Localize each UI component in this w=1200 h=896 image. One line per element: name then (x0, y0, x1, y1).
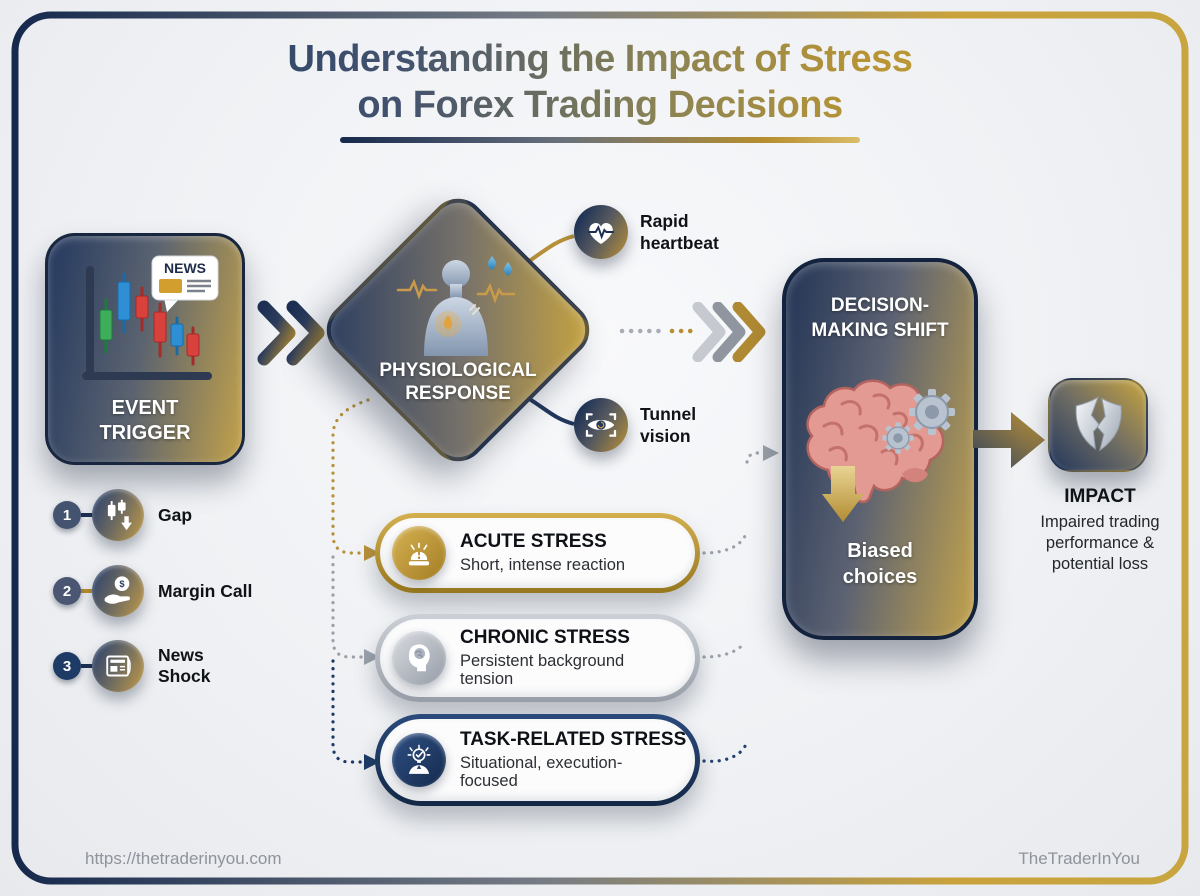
gap-icon (92, 489, 144, 541)
stress-pill-chronic: CHRONIC STRESS Persistent background ten… (375, 614, 700, 702)
trigger-label: News Shock (158, 645, 211, 687)
siren-icon (392, 526, 446, 580)
stress-title: CHRONIC STRESS (460, 627, 630, 649)
event-trigger-card: NEWS EVENT TRIGGER (45, 233, 245, 465)
chevron-double-icon (257, 300, 325, 366)
stress-description: Short, intense reaction (460, 556, 626, 575)
focus-person-icon (392, 733, 446, 787)
svg-text:$: $ (119, 579, 125, 589)
event-trigger-label: EVENT TRIGGER (99, 397, 191, 444)
down-arrow-icon (822, 466, 864, 522)
decision-result-label: Biased choices (842, 540, 918, 588)
trigger-number-badge: 3 (53, 652, 81, 680)
trigger-number-badge: 2 (53, 577, 81, 605)
symptom-label: Tunnel vision (640, 404, 697, 447)
news-badge: NEWS (164, 260, 206, 276)
footer-brand: TheTraderInYou (1018, 849, 1140, 868)
title-underline (340, 137, 860, 143)
stress-description: Persistent background tension (460, 651, 625, 689)
news-bubble-icon: NEWS (151, 255, 219, 312)
stress-pill-task: TASK-RELATED STRESS Situational, executi… (375, 714, 700, 806)
page-title: Understanding the Impact of Stress on Fo… (0, 36, 1200, 129)
physiological-diamond: PHYSIOLOGICAL RESPONSE (315, 187, 601, 473)
physiological-label: PHYSIOLOGICAL RESPONSE (379, 360, 537, 404)
impact-label: IMPACT (1064, 486, 1136, 507)
brain-gears-icon (806, 379, 956, 504)
stress-title: ACUTE STRESS (460, 531, 607, 553)
heartbeat-icon (574, 205, 628, 259)
trigger-number-badge: 1 (53, 501, 81, 529)
stress-title: TASK-RELATED STRESS (460, 729, 687, 751)
trigger-label: Margin Call (158, 581, 253, 601)
news-shock-icon (92, 640, 144, 692)
symptom-label: Rapid heartbeat (640, 211, 719, 254)
head-brain-icon (392, 631, 446, 685)
broken-shield-icon (1075, 396, 1122, 452)
decision-label: DECISION-MAKING SHIFT (811, 295, 949, 341)
stress-description: Situational, execution-focused (460, 753, 623, 791)
stressed-person-icon (396, 256, 516, 357)
trigger-label: Gap (158, 505, 193, 525)
flow-arrow-icon (973, 412, 1045, 468)
footer-url: https://thetraderinyou.com (85, 849, 282, 868)
impact-icon (1048, 378, 1148, 472)
candlestick-chart-icon: NEWS (82, 255, 219, 380)
title-line-1: Understanding the Impact of Stress (287, 38, 913, 80)
tunnel-vision-icon (574, 398, 628, 452)
impact-description: Impaired trading performance & potential… (1040, 513, 1160, 574)
chevron-triple-icon (692, 302, 766, 362)
decision-card: DECISION-MAKING SHIFT (782, 258, 978, 640)
stress-pill-acute: ACUTE STRESS Short, intense reaction (375, 513, 700, 593)
margin-call-icon: $ (92, 565, 144, 617)
title-line-2: on Forex Trading Decisions (357, 84, 843, 127)
